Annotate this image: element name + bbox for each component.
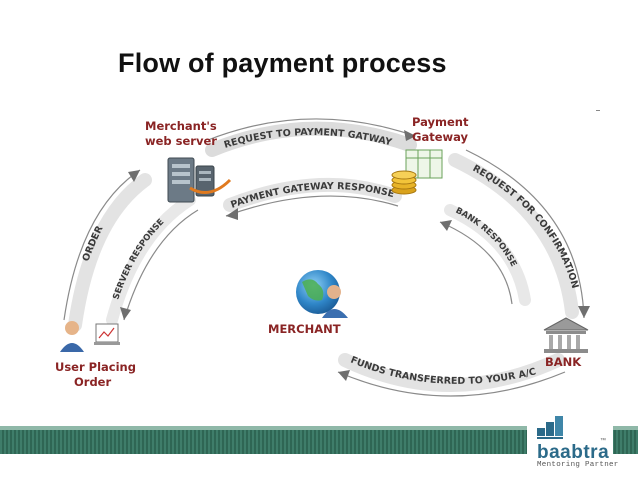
logo-trademark: ™ <box>600 438 606 444</box>
bank-building-icon <box>543 317 589 353</box>
bank-label: BANK <box>545 355 582 369</box>
arrowhead-gateway <box>404 130 416 141</box>
arc-order <box>68 173 152 332</box>
slide-title: Flow of payment process <box>118 48 447 78</box>
globe-person-icon <box>296 270 348 318</box>
arc-request-gateway <box>205 121 417 157</box>
arrowhead-server <box>226 208 238 220</box>
logo-tagline: Mentoring Partner <box>537 461 619 469</box>
loop-arcs <box>68 121 579 392</box>
payment-gateway-label-line1: Payment <box>412 115 469 129</box>
arc-gateway-response <box>223 177 402 212</box>
label-server-response: SERVER RESPONSE <box>111 217 166 301</box>
user-computer-icon <box>60 321 120 352</box>
arrowhead-order <box>128 170 140 182</box>
arrowhead-user <box>120 307 131 320</box>
merchant-label: MERCHANT <box>268 322 341 336</box>
footer-strip <box>0 426 638 430</box>
server-icon <box>167 157 232 203</box>
arrowhead-bank <box>578 306 590 318</box>
merchant-server-label-line2: web server <box>145 134 217 148</box>
arc-server-response <box>106 194 196 326</box>
arrowhead-merchant <box>338 370 350 381</box>
gateway-coins-icon <box>391 149 443 195</box>
arrowhead-gateway-bank <box>440 220 452 231</box>
logo-box <box>527 414 613 472</box>
arrowheads <box>120 130 590 381</box>
user-label-line1: User Placing <box>55 360 136 374</box>
merchant-server-label-line1: Merchant's <box>145 119 217 133</box>
arc-bank-response <box>444 204 531 306</box>
logo-wordmark: baabtra <box>537 442 610 463</box>
baabtra-logo-icon <box>537 416 563 439</box>
payment-gateway-label-line2: Gateway <box>412 130 469 144</box>
arc-request-confirmation <box>448 153 579 319</box>
guide-lines <box>63 118 585 397</box>
user-label-line2: Order <box>74 375 112 389</box>
stray-dash <box>596 110 600 111</box>
arc-funds <box>338 353 565 392</box>
